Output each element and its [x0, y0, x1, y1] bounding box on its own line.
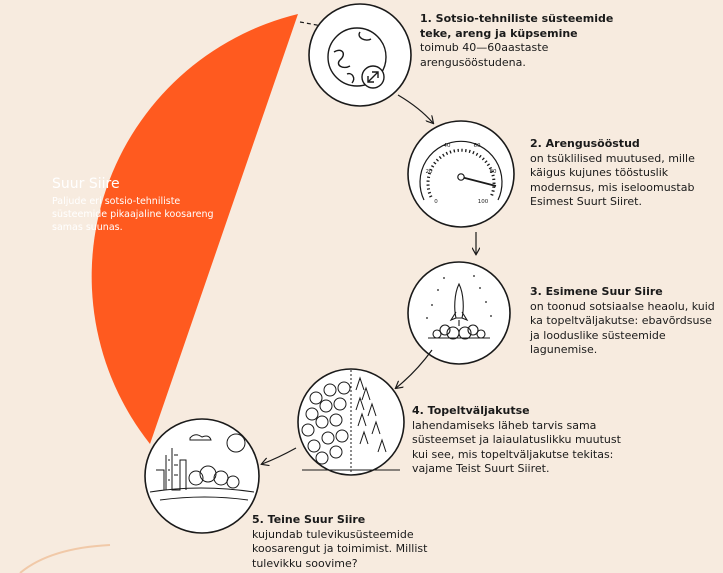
- globe-icon: [327, 27, 387, 89]
- arrow-3-4: [396, 349, 433, 388]
- forest-icon: [301, 370, 400, 474]
- step-2-circle: 0 20 40 60 80 100: [407, 120, 515, 228]
- step-1-text: 1. Sotsio-tehniliste süsteemide teke, ar…: [420, 12, 620, 70]
- gauge-tick-20: 20: [426, 169, 433, 175]
- large-wedge: [91, 14, 298, 444]
- gauge-tick-40: 40: [444, 143, 451, 149]
- arrow-1-2: [397, 94, 433, 123]
- step-1-description: toimub 40—60aastaste arengusööstudena.: [420, 41, 549, 69]
- step-2-description: on tsüklilised muutused, mille käigus ku…: [530, 151, 695, 209]
- step-4-circle: [297, 368, 405, 476]
- gauge-icon: [419, 140, 503, 201]
- step-1-title: 1. Sotsio-tehniliste süsteemide teke, ar…: [420, 12, 614, 40]
- gauge-tick-0: 0: [434, 199, 438, 205]
- step-1-circle: [308, 3, 412, 107]
- step-4-description: lahendamiseks läheb tarvis sama süsteems…: [412, 418, 621, 476]
- wedge-connector: [299, 21, 323, 27]
- intro-description: Paljude eri sotsio-tehniliste süsteemide…: [52, 196, 214, 233]
- rocket-icon: [426, 275, 492, 340]
- intro-title: Suur Siire: [52, 176, 120, 192]
- step-4-title: 4. Topeltväljakutse: [412, 404, 530, 417]
- step-5-text: 5. Teine Suur Siire kujundab tulevikusüs…: [252, 513, 437, 571]
- step-5-circle: [144, 418, 260, 534]
- step-5-title: 5. Teine Suur Siire: [252, 513, 366, 526]
- gauge-tick-80: 80: [490, 169, 497, 175]
- decorative-arc: [19, 544, 111, 573]
- step-5-description: kujundab tulevikusüsteemide koosarengut …: [252, 527, 428, 570]
- intro-block: Suur Siire Paljude eri sotsio-tehniliste…: [52, 175, 227, 234]
- step-3-title: 3. Esimene Suur Siire: [530, 285, 663, 298]
- gauge-tick-60: 60: [474, 143, 481, 149]
- step-3-circle: [407, 261, 511, 365]
- step-2-text: 2. Arengusööstud on tsüklilised muutused…: [530, 137, 715, 210]
- arrow-4-5: [262, 447, 297, 464]
- gauge-tick-100: 100: [478, 199, 489, 205]
- step-2-title: 2. Arengusööstud: [530, 137, 640, 150]
- step-3-text: 3. Esimene Suur Siire on toonud sotsiaal…: [530, 285, 715, 358]
- city-landscape-icon: [149, 433, 255, 501]
- step-3-description: on toonud sotsiaalse heaolu, kuid ka top…: [530, 299, 715, 357]
- step-4-text: 4. Topeltväljakutse lahendamiseks läheb …: [412, 404, 632, 477]
